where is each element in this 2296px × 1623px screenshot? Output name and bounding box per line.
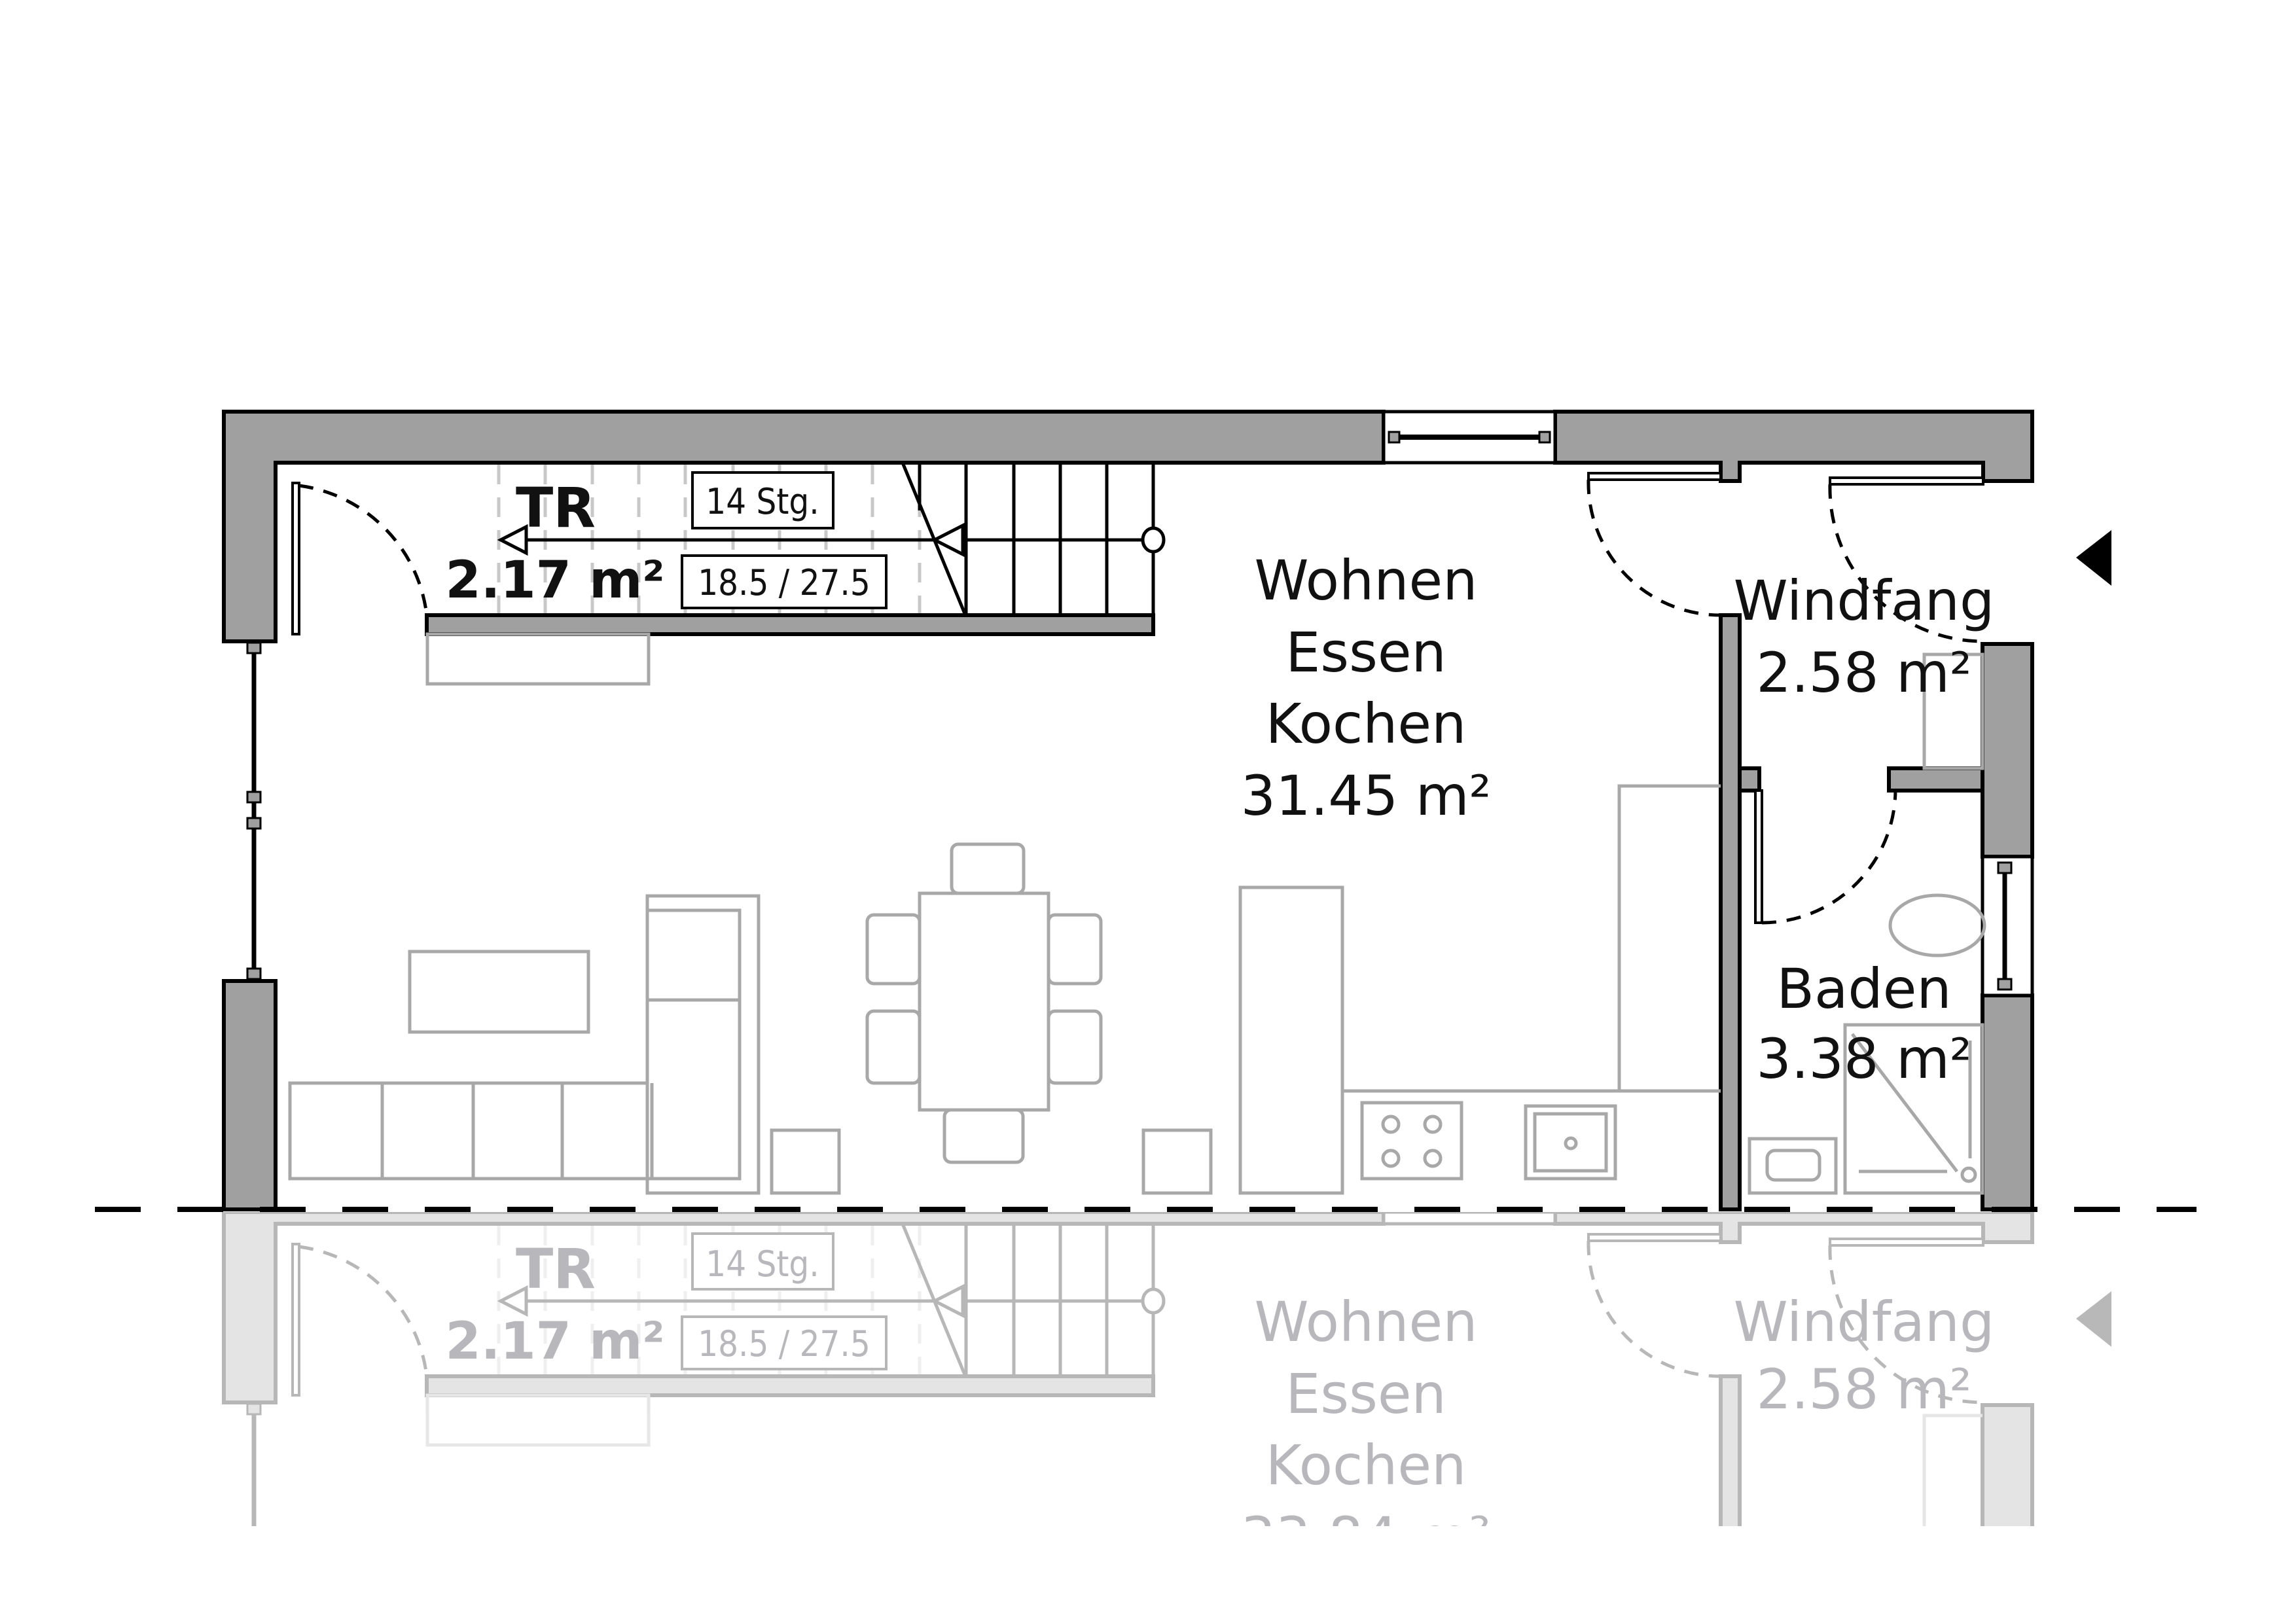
- door-front: [1828, 476, 1984, 643]
- shower: [1843, 1023, 1984, 1195]
- coffee-table: [408, 950, 590, 1034]
- exterior-wall-top-right: [1553, 410, 2034, 483]
- entrance-arrow-icon: [2076, 530, 2111, 586]
- staircase: [425, 462, 1166, 686]
- ghost-geometry: [222, 1212, 2111, 1526]
- chair: [865, 1009, 922, 1085]
- bath-name: Baden: [1776, 957, 1951, 1021]
- ghost-living-line1: Wohnen: [1255, 1290, 1478, 1354]
- dining-table: [918, 891, 1050, 1112]
- ghost-floor-plan: TR 2.17 m² 14 Stg. 18.5 / 27.5 Wohnen Es…: [222, 1212, 2111, 1569]
- stair-ratio: 18.5 / 27.5: [698, 562, 870, 603]
- exterior-wall-right-lower: [1981, 993, 2034, 1211]
- tall-cabinet: [1238, 885, 1344, 1195]
- window-right: [1981, 855, 2034, 997]
- entry-area: 2.58 m²: [1756, 641, 1971, 705]
- exterior-wall-right-upper: [1981, 642, 2034, 859]
- plan-geometry: [222, 410, 2034, 1211]
- bath-sink: [1748, 1137, 1838, 1195]
- sofa-outer: [645, 894, 761, 1195]
- chair: [942, 1108, 1025, 1164]
- window-top: [1382, 410, 1557, 465]
- ghost-stair-steps: 14 Stg.: [706, 1243, 819, 1285]
- chair: [865, 913, 922, 986]
- living-line3: Kochen: [1266, 692, 1467, 756]
- toilet: [1888, 893, 1986, 957]
- stool: [770, 1128, 841, 1195]
- living-line1: Wohnen: [1255, 548, 1478, 613]
- bath-area: 3.38 m²: [1756, 1027, 1971, 1091]
- ghost-living-area: 33.84 m²: [1241, 1505, 1492, 1569]
- door-stair: [291, 482, 429, 635]
- door-bath: [1754, 789, 1897, 925]
- stair-steps: 14 Stg.: [706, 481, 819, 522]
- stool: [1141, 1128, 1213, 1195]
- ghost-entry-name: Windfang: [1734, 1290, 1995, 1354]
- ghost-stair-name: TR: [516, 1237, 596, 1301]
- exterior-wall-left-lower: [222, 979, 278, 1211]
- chair: [1047, 913, 1103, 986]
- counter: [1342, 784, 1721, 1093]
- sofa: [288, 908, 742, 1181]
- ghost-stair-area: 2.17 m²: [445, 1312, 664, 1371]
- ghost-living-line2: Essen: [1285, 1362, 1446, 1426]
- stove: [1360, 1101, 1463, 1181]
- door-living-entry: [1587, 472, 1722, 617]
- stair-name: TR: [516, 476, 596, 540]
- chair: [1047, 1009, 1103, 1085]
- living-area: 31.45 m²: [1241, 764, 1492, 828]
- bath-wall: [1887, 766, 1984, 793]
- chair: [950, 842, 1026, 895]
- ghost-entry-area: 2.58 m²: [1756, 1357, 1971, 1421]
- ghost-living-line3: Kochen: [1266, 1433, 1467, 1497]
- stair-area: 2.17 m²: [445, 551, 664, 610]
- window-left: [246, 641, 262, 981]
- partition-wall: [1719, 613, 1742, 1211]
- entry-name: Windfang: [1734, 569, 1995, 633]
- wardrobe: [1922, 652, 1984, 770]
- kitchen-sink: [1524, 1104, 1617, 1181]
- living-line2: Essen: [1285, 620, 1446, 685]
- furniture: [288, 652, 1986, 1195]
- ghost-stair-ratio: 18.5 / 27.5: [698, 1323, 870, 1364]
- jamb: [1738, 766, 1761, 793]
